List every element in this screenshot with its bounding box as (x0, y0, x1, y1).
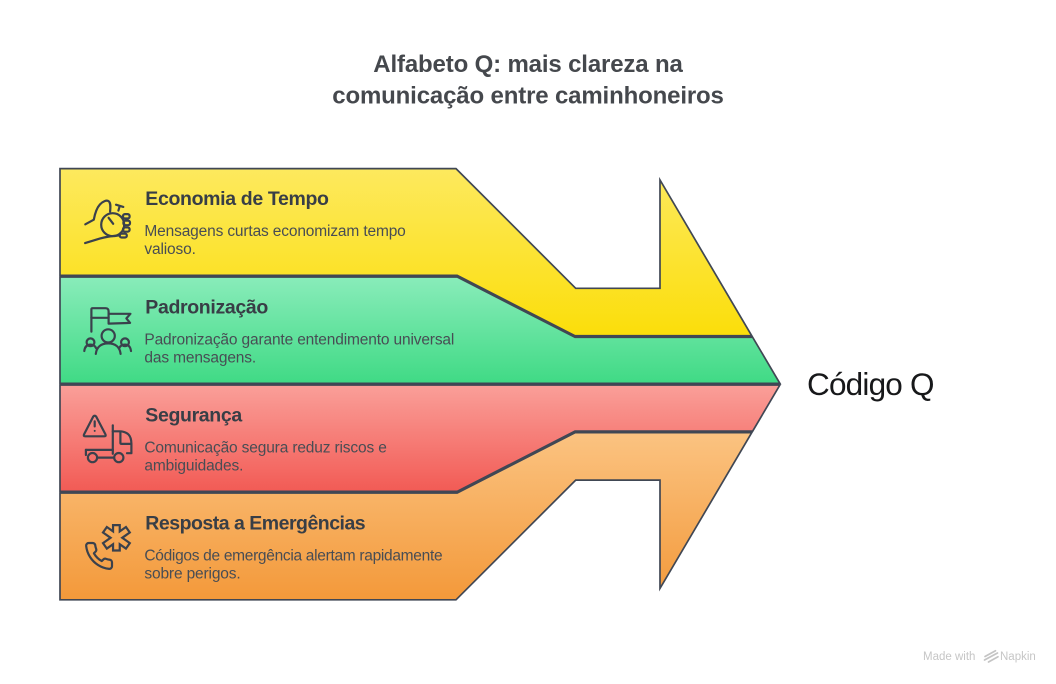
svg-text:Segurança: Segurança (145, 404, 242, 426)
svg-text:valioso.: valioso. (144, 241, 195, 258)
svg-text:Padronização: Padronização (145, 296, 268, 318)
svg-text:das mensagens.: das mensagens. (144, 349, 256, 366)
svg-text:Mensagens curtas economizam te: Mensagens curtas economizam tempo (144, 223, 405, 240)
svg-text:Made with: Made with (923, 651, 975, 663)
svg-text:ambiguidades.: ambiguidades. (144, 457, 243, 474)
svg-text:Comunicação segura reduz risco: Comunicação segura reduz riscos e (144, 440, 386, 457)
svg-text:Alfabeto Q: mais clareza na: Alfabeto Q: mais clareza na (373, 51, 683, 78)
svg-text:Napkin: Napkin (1000, 651, 1036, 663)
svg-text:comunicação entre caminhoneiro: comunicação entre caminhoneiros (332, 83, 723, 110)
svg-text:Economia de Tempo: Economia de Tempo (145, 188, 329, 210)
svg-text:sobre perigos.: sobre perigos. (144, 565, 240, 582)
svg-text:Resposta a Emergências: Resposta a Emergências (145, 512, 366, 534)
svg-text:Códigos de emergência alertam: Códigos de emergência alertam rapidament… (144, 548, 442, 565)
svg-text:Código Q: Código Q (807, 366, 934, 402)
svg-text:Padronização garante entendime: Padronização garante entendimento univer… (144, 332, 454, 349)
